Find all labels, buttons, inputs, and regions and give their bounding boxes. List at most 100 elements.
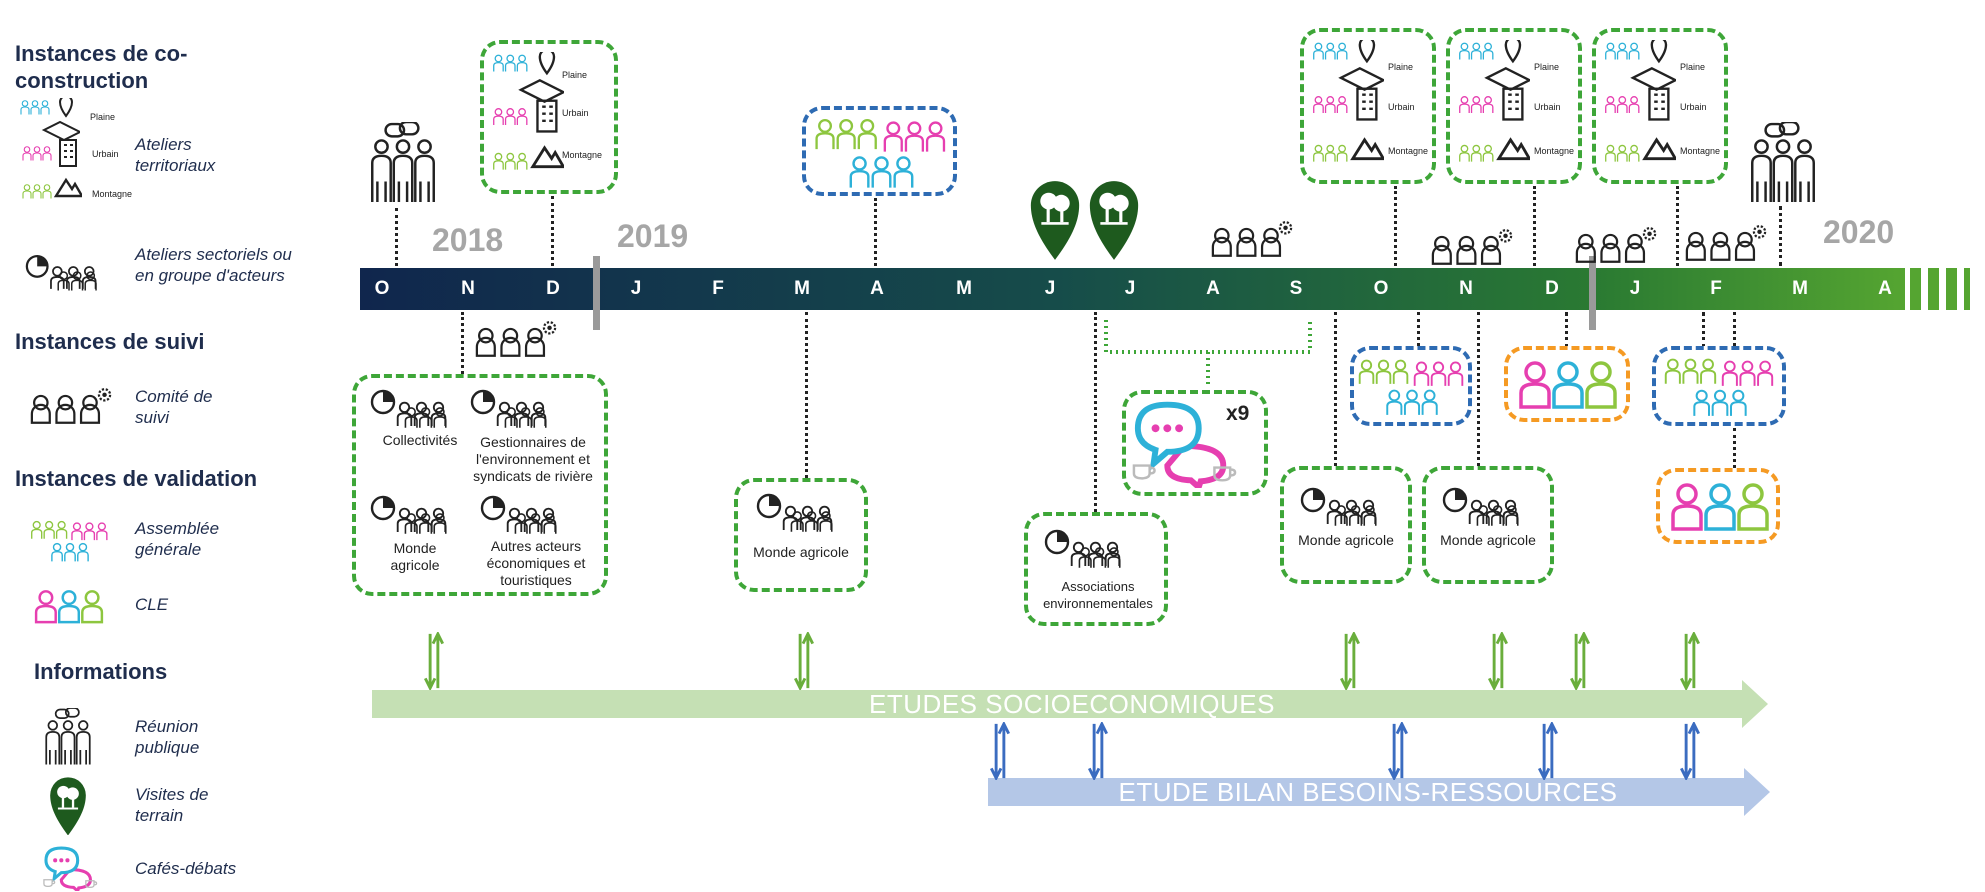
- urbain-label-oct2019: Urbain: [1388, 102, 1415, 112]
- legend-informations-title: Informations: [34, 659, 168, 684]
- year-2019-label: 2019: [617, 218, 689, 254]
- tree-pin-icon: [50, 777, 86, 835]
- pie-people-associations-icon: [1044, 528, 1124, 568]
- sector-agricole-mar2019: Monde agricole: [734, 478, 868, 592]
- month-oct-2018: O: [374, 278, 390, 299]
- plaine-label-oct2019: Plaine: [1388, 62, 1414, 72]
- month-jan-2019: J: [630, 278, 642, 299]
- monde-agricole-2018-label: Monde agricole: [390, 540, 440, 573]
- connector-cle-feb2020: [1733, 428, 1736, 468]
- cle-feb2020-icon: [1671, 483, 1769, 531]
- socio-exchange-arrows-2: [794, 632, 814, 690]
- socio-study-arrow: [372, 680, 1768, 728]
- territorial-icons-dec2018: [492, 52, 572, 182]
- month-oct-2019: O: [1373, 278, 1389, 299]
- assembly-feb2020: [1652, 346, 1786, 426]
- plaine-label-jan2020: Plaine: [1680, 62, 1706, 72]
- bilan-exchange-arrows-4: [1538, 722, 1558, 780]
- committee-dec2019-icon: [1575, 227, 1657, 263]
- territorial-workshop-nov2019: Plaine Urbain Montagne: [1446, 28, 1582, 184]
- cafe-bubble-icon: [42, 846, 99, 891]
- month-jul-2019: J: [1124, 278, 1136, 299]
- socio-exchange-arrows-5: [1570, 632, 1590, 690]
- legend-comite-suivi: Comité de suivi: [135, 387, 213, 427]
- cafe-bubble-x9-icon: [1130, 398, 1238, 488]
- bilan-exchange-arrows-1: [990, 722, 1010, 780]
- legend-suivi-title: Instances de suivi: [15, 329, 205, 354]
- month-nov-2019: N: [1459, 278, 1473, 299]
- month-apr-2020: A: [1878, 278, 1892, 299]
- month-may-2019: M: [956, 278, 972, 299]
- bilan-exchange-arrows-3: [1388, 722, 1408, 780]
- legend-cle: CLE: [135, 595, 169, 614]
- timeline-tail-2: [1928, 268, 1939, 310]
- sector-agricole-oct2019: Monde agricole: [1280, 466, 1412, 584]
- territorial-icons-nov2019: [1458, 40, 1538, 176]
- plaine-label-dec2018: Plaine: [562, 70, 588, 80]
- assembly-icon: [30, 518, 110, 564]
- assembly-feb2020-icon: [1664, 354, 1776, 420]
- connector-agricole-oct2019: [1334, 312, 1337, 466]
- bilan-study-label: ETUDE BILAN BESOINS-RESSOURCES: [1118, 777, 1618, 807]
- sector-associations-jul2019: Associations environnementales: [1024, 512, 1168, 626]
- connector-territorial-jan2020: [1676, 186, 1679, 266]
- connector-territorial-oct2019: [1394, 186, 1397, 266]
- cle-feb2020: [1656, 468, 1780, 544]
- territorial-workshop-dec2018: Plaine Urbain Montagne: [480, 40, 618, 194]
- pie-people-collectivites-icon: [370, 388, 450, 428]
- cle-dec2019: [1504, 346, 1630, 422]
- month-dec-2018: D: [546, 278, 560, 299]
- sector-workshops-nov2018: Collectivités Gestionnaires de l'environ…: [352, 374, 608, 596]
- connector-territorial-nov2019: [1533, 186, 1536, 266]
- territorial-workshop-icon: [20, 98, 90, 208]
- legend-validation-title: Instances de validation: [15, 466, 258, 491]
- month-mar-2019: M: [794, 278, 810, 299]
- gestionnaires-label: Gestionnaires de l'environnement et synd…: [473, 434, 593, 484]
- connector-associations-jul2019: [1094, 312, 1097, 512]
- plaine-label-nov2019: Plaine: [1534, 62, 1560, 72]
- connector-cle-dec2019: [1565, 312, 1568, 348]
- timeline-tail-3: [1946, 268, 1957, 310]
- bilan-study-arrow: [988, 768, 1770, 816]
- urbain-label-jan2020: Urbain: [1680, 102, 1707, 112]
- year-separator-2019: [593, 256, 600, 330]
- autres-acteurs-label: Autres acteurs économiques et touristiqu…: [486, 538, 586, 588]
- territorial-icons-jan2020: [1604, 40, 1684, 176]
- month-aug-2019: A: [1206, 278, 1220, 299]
- month-feb-2019: F: [712, 278, 724, 299]
- public-meeting-oct2018-icon: [370, 122, 436, 204]
- connector-public-mar2020: [1779, 206, 1782, 266]
- legend-ateliers-territoriaux: Ateliers territoriaux: [135, 135, 216, 175]
- month-jan-2020: J: [1629, 278, 1641, 299]
- connector-assembly-nov2019: [1417, 312, 1420, 346]
- year-2018-label: 2018: [432, 222, 504, 258]
- urbain-label-nov2019: Urbain: [1534, 102, 1561, 112]
- public-meeting-icon: [45, 708, 91, 766]
- timeline-bar: O N D J F M A M J J A S O N D J F M A: [360, 268, 1905, 310]
- territorial-workshop-jan2020: Plaine Urbain Montagne: [1592, 28, 1728, 184]
- pie-people-gestionnaires-icon: [470, 388, 550, 428]
- connector-sector-nov2018: [461, 312, 464, 374]
- pie-people-icon: [25, 253, 100, 293]
- assembly-apr2019-icon: [814, 114, 949, 192]
- connector-agricole-mar2019: [805, 312, 808, 478]
- territorial-icons-oct2019: [1312, 40, 1392, 176]
- legend-visites-terrain: Visites de terrain: [135, 785, 209, 825]
- pie-people-autres-icon: [480, 494, 560, 534]
- committee-gear-icon: [30, 388, 112, 424]
- legend-reunion-publique: Réunion publique: [135, 717, 200, 757]
- pie-people-agricole-oct2019-icon: [1300, 486, 1380, 526]
- year-2020-label: 2020: [1823, 214, 1895, 250]
- bilan-exchange-arrows-5: [1680, 722, 1700, 780]
- pie-people-agricole-2018-icon: [370, 494, 450, 534]
- month-jun-2019: J: [1044, 278, 1056, 299]
- connector-assembly-apr2019: [874, 198, 877, 266]
- cle-icon: [34, 590, 104, 624]
- connector-public-oct2018: [395, 208, 398, 266]
- committee-nov2019-icon: [1431, 229, 1513, 265]
- public-meeting-mar2020-icon: [1750, 122, 1816, 204]
- monde-agricole-oct2019-label: Monde agricole: [1298, 532, 1394, 548]
- collectivites-label: Collectivités: [382, 432, 458, 448]
- month-apr-2019: A: [870, 278, 884, 299]
- bilan-exchange-arrows-2: [1088, 722, 1108, 780]
